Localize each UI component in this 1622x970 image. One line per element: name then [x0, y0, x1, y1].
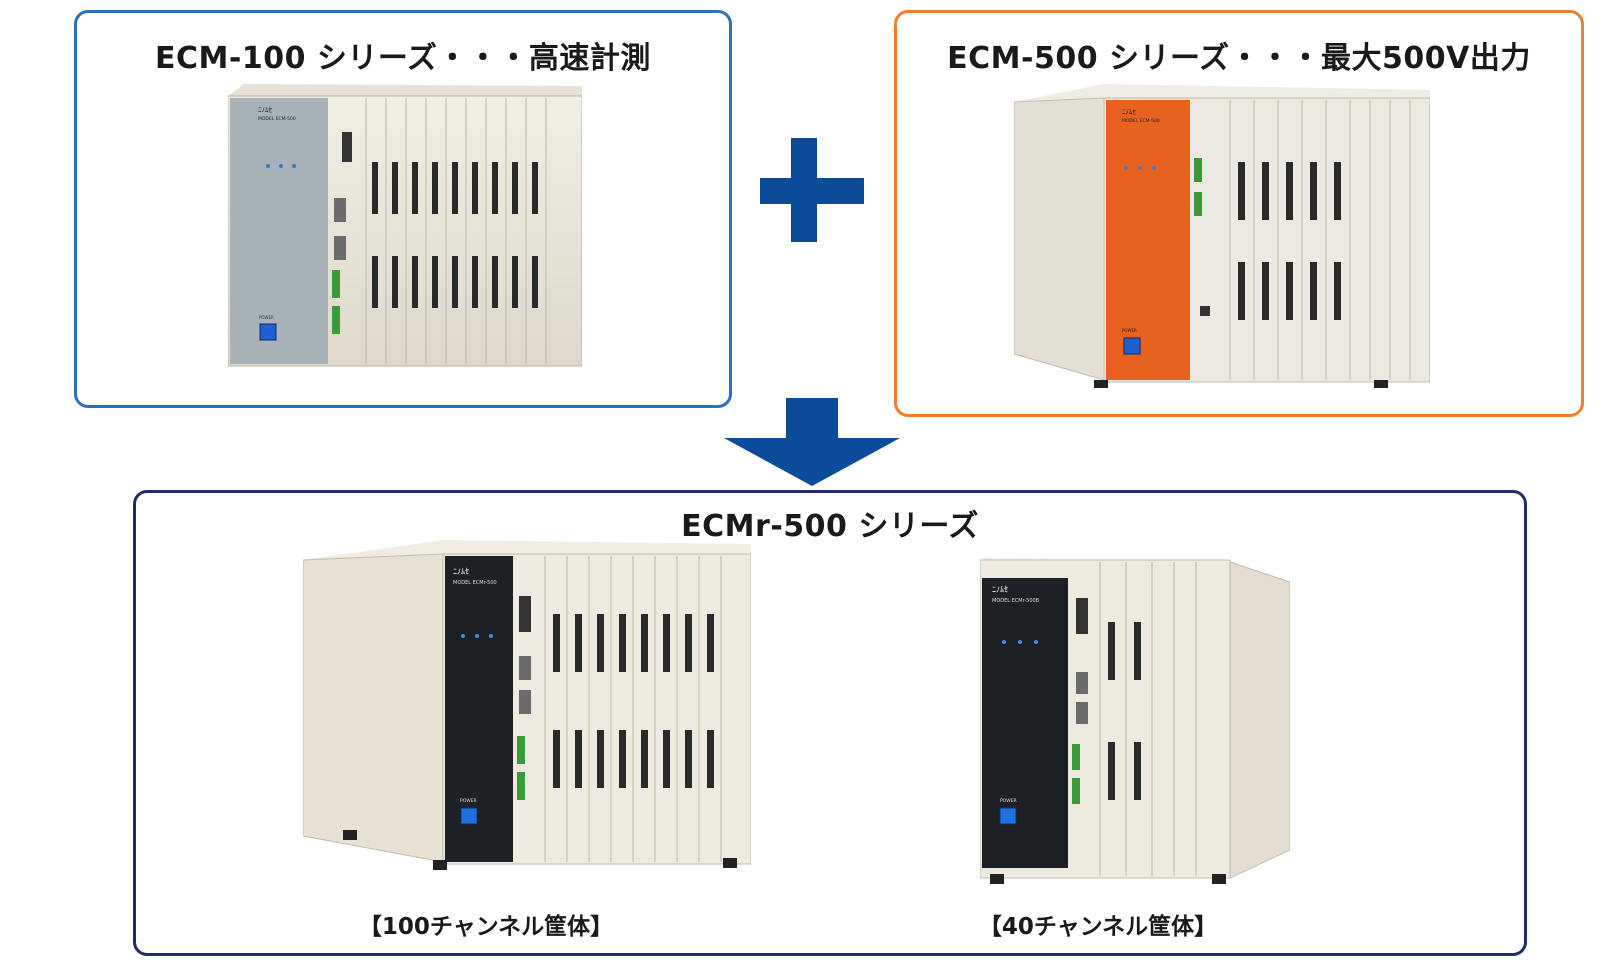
- ecm500-power-button: [1123, 337, 1141, 355]
- ecmr500-40ch-slots: [1099, 562, 1197, 876]
- ecmr500-100ch-caption: 【100チャンネル筐体】: [358, 914, 614, 940]
- ecmr500-40ch-caption: 【40チャンネル筐体】: [978, 914, 1218, 940]
- ecmr500-40ch-front-panel: [982, 578, 1068, 868]
- ecmr500-100ch-product-image: ﾆﾉﾑｾ MODEL ECMr-500 POWER: [303, 540, 751, 870]
- ecmr500-100ch-connectors: [553, 614, 714, 788]
- ecmr500-100ch-front-panel: [445, 556, 513, 862]
- ecmr500-100ch-slots: [544, 556, 722, 862]
- ecm500-brand-logo: ﾆﾉﾑｾ: [1122, 108, 1137, 116]
- ecm100-connectors: [372, 162, 538, 308]
- ecmr500-40ch-model-label: MODEL ECMr-500B: [992, 598, 1040, 604]
- ecm100-brand-logo: ﾆﾉﾑｾ: [258, 106, 272, 114]
- arrow-down-icon: [724, 398, 900, 486]
- ecmr500-100ch-model-label: MODEL ECMr-500: [453, 580, 497, 586]
- ecm500-title: ECM-500 シリーズ・・・最大500V出力: [947, 41, 1531, 76]
- ecmr500-100ch-brand-logo: ﾆﾉﾑｾ: [453, 567, 469, 576]
- ecm100-power-button: [259, 323, 277, 341]
- ecm500-product-image: ﾆﾉﾑｾ MODEL ECM-500 POWER: [1014, 84, 1430, 388]
- plus-icon-bar: [760, 178, 864, 204]
- ecm100-product-image: ﾆﾉﾑｾ MODEL ECM-500 POWER: [228, 84, 582, 367]
- ecm500-connectors: [1238, 162, 1341, 320]
- ecmr500-100ch-power-label: POWER: [460, 798, 477, 804]
- ecmr500-title: ECMr-500 シリーズ: [681, 509, 979, 544]
- ecmr500-40ch-brand-logo: ﾆﾉﾑｾ: [992, 585, 1008, 594]
- ecm500-front-panel: [1106, 100, 1190, 380]
- ecm100-title: ECM-100 シリーズ・・・高速計測: [155, 41, 651, 76]
- ecm100-slots: [365, 98, 547, 364]
- ecm100-power-label: POWER: [259, 315, 274, 320]
- ecmr500-40ch-product-image: ﾆﾉﾑｾ MODEL ECMr-500B POWER: [980, 558, 1290, 884]
- ecm500-power-label: POWER: [1122, 328, 1137, 333]
- ecmr500-40ch-power-button: [999, 807, 1017, 825]
- ecmr500-100ch-power-button: [460, 807, 478, 825]
- ecmr500-40ch-connectors: [1108, 622, 1141, 800]
- ecm100-front-panel: [230, 98, 328, 364]
- ecm500-slots: [1229, 100, 1411, 380]
- ecm100-model-label: MODEL ECM-500: [258, 116, 296, 122]
- ecmr500-40ch-power-label: POWER: [1000, 798, 1017, 804]
- ecm500-model-label: MODEL ECM-500: [1122, 118, 1160, 124]
